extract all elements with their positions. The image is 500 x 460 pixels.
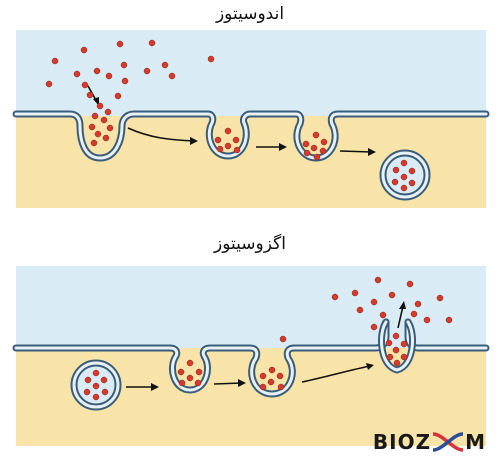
endocytosis-diagram	[12, 30, 490, 208]
process-arrows	[126, 305, 404, 388]
arrowheads	[93, 97, 376, 156]
dna-icon	[432, 432, 464, 452]
particles	[45, 39, 416, 192]
biozoom-logo: BIOZ M	[373, 430, 486, 454]
logo-text: BIOZ	[372, 430, 432, 454]
extracellular-space	[16, 30, 486, 118]
endocytosis-title: اندوسیتوز	[215, 4, 285, 24]
exocytosis-diagram	[12, 266, 490, 446]
exocytosis-title: اگزوسیتوز	[214, 234, 286, 254]
logo-text-end: M	[465, 430, 486, 454]
particles	[83, 276, 453, 401]
arrowheads	[151, 301, 406, 391]
plasma-membrane	[12, 318, 490, 398]
